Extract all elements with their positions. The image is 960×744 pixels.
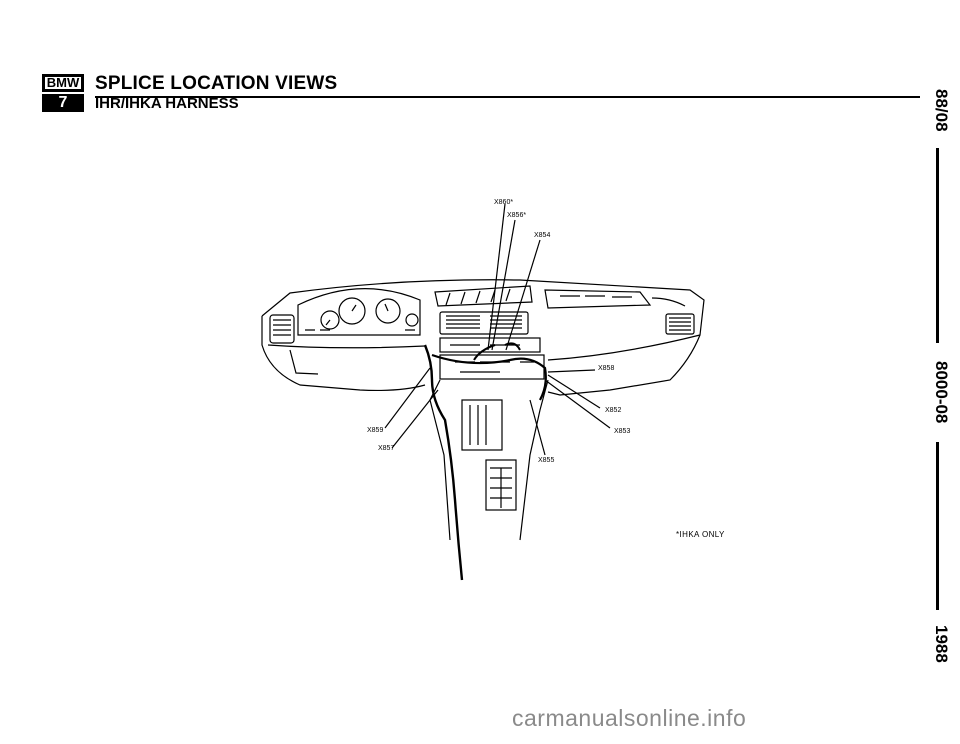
callout-leader-x855: [529, 399, 546, 456]
wiring-harness: [423, 344, 464, 581]
side-date: 88/08: [932, 88, 951, 132]
right-vent: [665, 313, 695, 335]
instrument-cluster: [297, 288, 421, 336]
dashboard-lower-left: [261, 316, 426, 392]
callout-leader-x853: [544, 379, 611, 429]
callout-x855: X855: [538, 457, 554, 464]
callout-x857: X857: [378, 445, 394, 452]
watermark: carmanualsonline.info: [512, 705, 747, 731]
side-index: 88/08 8000-08 1988: [925, 80, 951, 670]
logo-series: 7: [42, 94, 84, 112]
right-upper-panel: [544, 289, 652, 309]
header-rule: [95, 96, 920, 98]
defrost-vents: [434, 285, 533, 307]
callout-leader-x859: [384, 367, 431, 429]
ihka-footnote: *IHKA ONLY: [676, 530, 725, 539]
page-title: SPLICE LOCATION VIEWS: [95, 73, 338, 94]
speedometer-gauge: [320, 310, 340, 330]
left-vent: [269, 314, 295, 344]
callout-x858: X858: [598, 365, 614, 372]
tachometer-gauge: [338, 297, 366, 325]
dashboard-outline: [261, 279, 705, 396]
callout-leader-x857: [391, 389, 439, 449]
callout-leader-x856: [491, 219, 516, 351]
logo-brand: BMW: [42, 74, 84, 92]
callout-x852: X852: [605, 407, 621, 414]
bmw-7-logo: BMW 7: [42, 74, 86, 114]
callout-x856: X856*: [507, 212, 526, 219]
callout-leader-x860: [487, 203, 506, 351]
center-console: [429, 379, 549, 541]
callout-x854: X854: [534, 232, 550, 239]
callout-x860: X860*: [494, 199, 513, 206]
center-vents: [439, 311, 529, 335]
page-subtitle: IHR/IHKA HARNESS: [95, 95, 239, 112]
callout-leader-x852: [547, 374, 601, 409]
callout-x853: X853: [614, 428, 630, 435]
callout-leader-x858: [547, 369, 596, 373]
side-rule: [936, 442, 939, 610]
side-rule: [936, 148, 939, 343]
fuel-gauge: [375, 298, 401, 324]
side-section-number: 8000-08: [932, 360, 951, 424]
gear-selector: [461, 399, 503, 451]
callout-leader-x854: [505, 239, 541, 351]
switch-panel: [485, 459, 517, 511]
side-year: 1988: [932, 625, 951, 663]
callout-x859: X859: [367, 427, 383, 434]
